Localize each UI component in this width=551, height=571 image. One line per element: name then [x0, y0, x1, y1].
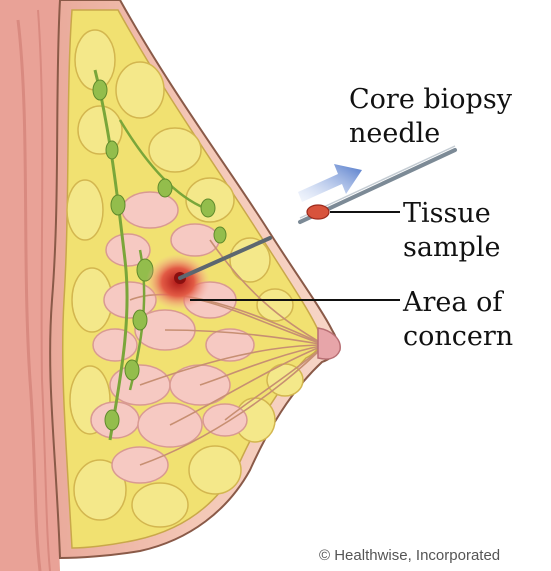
label-line: Area of [403, 286, 513, 320]
core-biopsy-needle-label: Core biopsy needle [349, 83, 512, 151]
area-of-concern-label: Area of concern [403, 286, 513, 354]
label-line: concern [403, 320, 513, 354]
label-line: sample [403, 231, 500, 265]
tissue-sample-label: Tissue sample [403, 197, 500, 265]
nipple [318, 328, 340, 359]
tissue-sample [307, 205, 329, 219]
label-line: Tissue [403, 197, 500, 231]
label-line: Core biopsy [349, 83, 512, 117]
lesion-area [146, 254, 210, 310]
copyright-notice: © Healthwise, Incorporated [319, 547, 500, 564]
label-line: needle [349, 117, 512, 151]
